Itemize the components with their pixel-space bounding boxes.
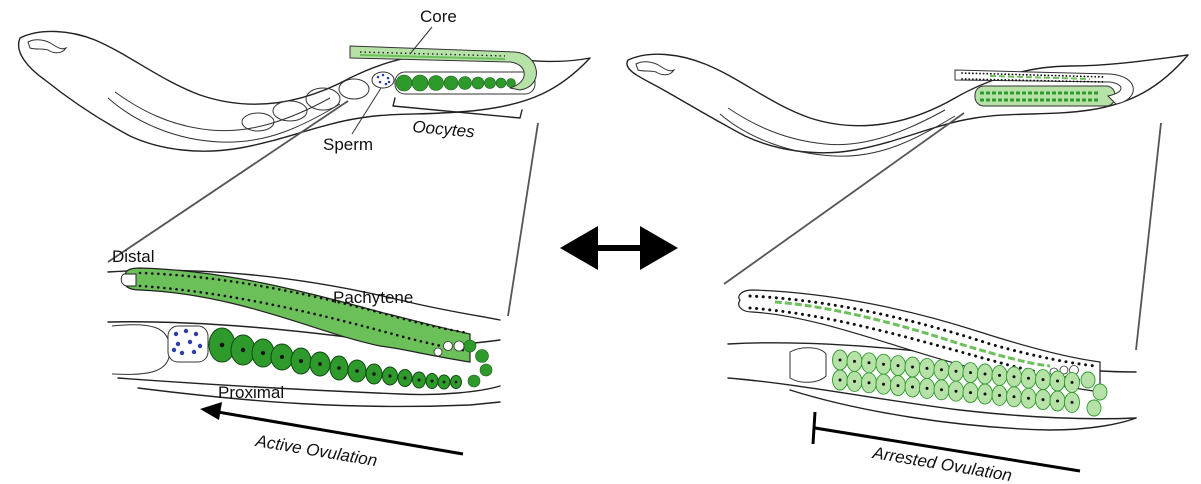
oocyte-nucleus [882, 383, 885, 386]
core-label: Core [420, 7, 457, 26]
oocyte-nucleus [955, 390, 958, 393]
oocyte-nucleus [940, 368, 943, 371]
arrested-oocyte [1093, 384, 1107, 400]
pachytene-label: Pachytene [333, 288, 413, 307]
oocyte-nucleus [853, 360, 856, 363]
distal-label: Distal [112, 247, 155, 266]
oocytes-right [975, 86, 1115, 106]
oocyte-nucleus [1013, 395, 1016, 398]
zoom-line-left-a [108, 101, 348, 262]
oocyte-nucleus [1042, 398, 1045, 401]
oocyte-nucleus [1056, 400, 1059, 403]
oocyte-nucleus [1013, 375, 1016, 378]
oocyte-nucleus [1042, 378, 1045, 381]
arrested-oocyte [1081, 372, 1095, 388]
oocyte-nucleus [926, 387, 929, 390]
oocyte-nucleus [998, 374, 1001, 377]
oocyte-nucleus [868, 361, 871, 364]
oocyte-nucleus [839, 359, 842, 362]
oocyte-nucleus [868, 381, 871, 384]
proximal-label: Proximal [218, 383, 284, 402]
oocyte-nucleus [1027, 377, 1030, 380]
oocyte-nucleus [940, 388, 943, 391]
oocyte-nucleus [984, 373, 987, 376]
oocyte-nucleus [911, 386, 914, 389]
oocyte-nucleus [1027, 397, 1030, 400]
oocytes-bracket [393, 98, 522, 118]
oocyte-nucleus [882, 363, 885, 366]
sperm-label: Sperm [323, 135, 373, 154]
oocytes-left [395, 72, 535, 94]
oocytes-label: Oocytes [412, 117, 476, 141]
oocyte-nucleus [853, 380, 856, 383]
zoom-left: Distal Pachytene Proximal Active Ovulati… [108, 247, 500, 470]
oocyte-nucleus [955, 370, 958, 373]
oocyte-nucleus [839, 379, 842, 382]
oocyte-nucleus [897, 384, 900, 387]
worm-left: Core Sperm Oocytes [19, 7, 590, 154]
worm-right [627, 54, 1188, 156]
zoom-right: Arrested Ovulation [728, 290, 1136, 484]
oocyte-nucleus [969, 371, 972, 374]
oocyte-nucleus [1071, 401, 1074, 404]
arrested-oocyte [1087, 400, 1101, 416]
oocyte-nucleus [984, 393, 987, 396]
oocyte-nucleus [969, 391, 972, 394]
oocyte-nucleus [1071, 381, 1074, 384]
zoom-line-left-b [508, 123, 538, 316]
oocyte-nucleus [1056, 380, 1059, 383]
zoom-line-right-b [1136, 123, 1161, 350]
oocyte-nucleus [926, 367, 929, 370]
double-headed-arrow-icon [560, 226, 678, 270]
oocyte-nucleus [998, 394, 1001, 397]
oocyte-nucleus [897, 364, 900, 367]
oocyte-nucleus [911, 366, 914, 369]
